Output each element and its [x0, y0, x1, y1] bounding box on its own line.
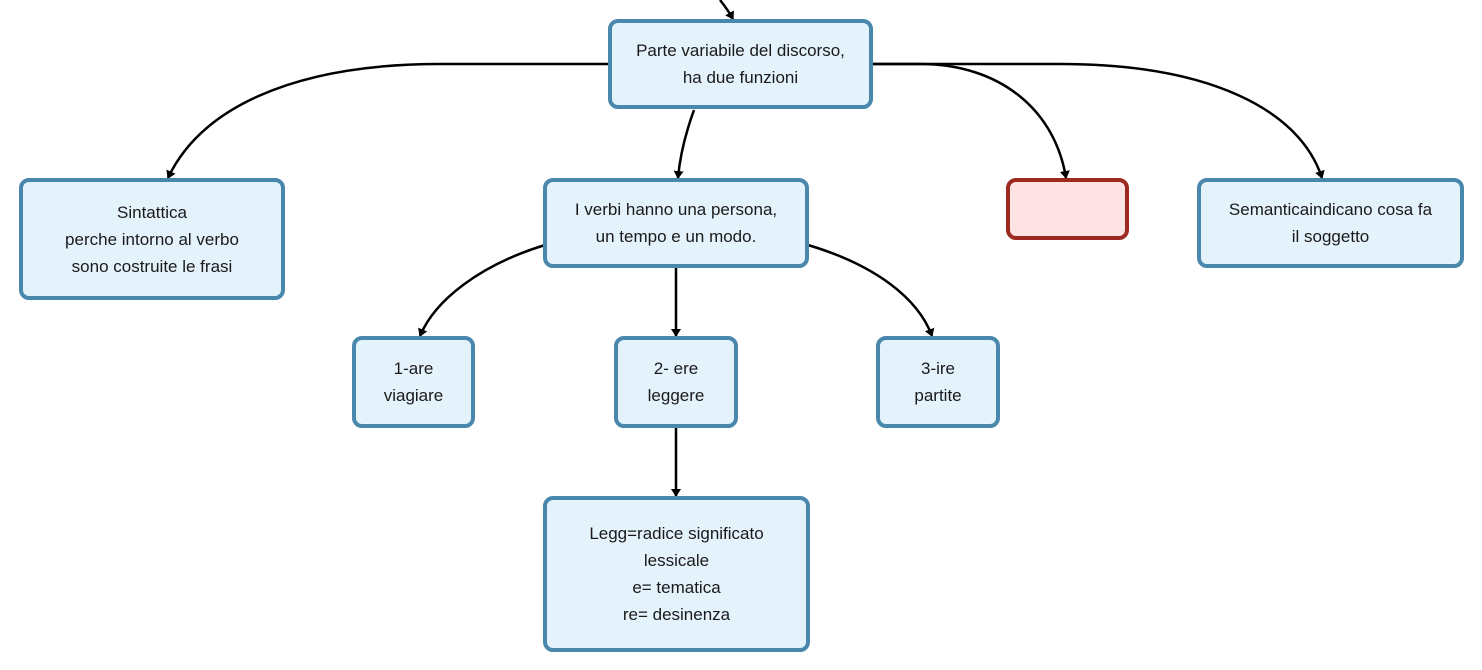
node-legg[interactable]: Legg=radice significato lessicale e= tem… — [543, 496, 810, 652]
incoming-connector — [719, 0, 735, 20]
node-legg-text: Legg=radice significato lessicale e= tem… — [589, 524, 764, 624]
node-sintattica[interactable]: Sintattica perche intorno al verbo sono … — [19, 178, 285, 300]
connector-root-to-empty — [873, 62, 1070, 179]
node-ire-text: 3-ire partite — [914, 359, 962, 405]
connector-verbi-to-are — [418, 243, 546, 337]
node-sintattica-text: Sintattica perche intorno al verbo sono … — [65, 202, 239, 276]
connector-root-to-sintattica — [166, 62, 608, 179]
node-are-text: 1-are viagiare — [383, 359, 444, 405]
node-ire[interactable]: 3-ire partite — [876, 336, 1000, 428]
connector-root-to-verbi — [673, 109, 696, 179]
node-semantica[interactable]: Semanticaindicano cosa fa il soggetto — [1197, 178, 1464, 268]
connector-verbi-to-ire — [807, 243, 935, 337]
node-ere-text: 2- ere leggere — [647, 359, 705, 405]
node-verbi-text: I verbi hanno una persona, un tempo e un… — [574, 200, 778, 246]
node-empty[interactable] — [1006, 178, 1129, 240]
node-semantica-text: Semanticaindicano cosa fa il soggetto — [1228, 200, 1433, 246]
connector-root-to-semantica — [873, 62, 1325, 179]
node-root[interactable]: Parte variabile del discorso, ha due fun… — [608, 19, 873, 109]
node-root-text: Parte variabile del discorso, ha due fun… — [636, 41, 845, 87]
node-are[interactable]: 1-are viagiare — [352, 336, 475, 428]
node-verbi[interactable]: I verbi hanno una persona, un tempo e un… — [543, 178, 809, 268]
node-ere[interactable]: 2- ere leggere — [614, 336, 738, 428]
